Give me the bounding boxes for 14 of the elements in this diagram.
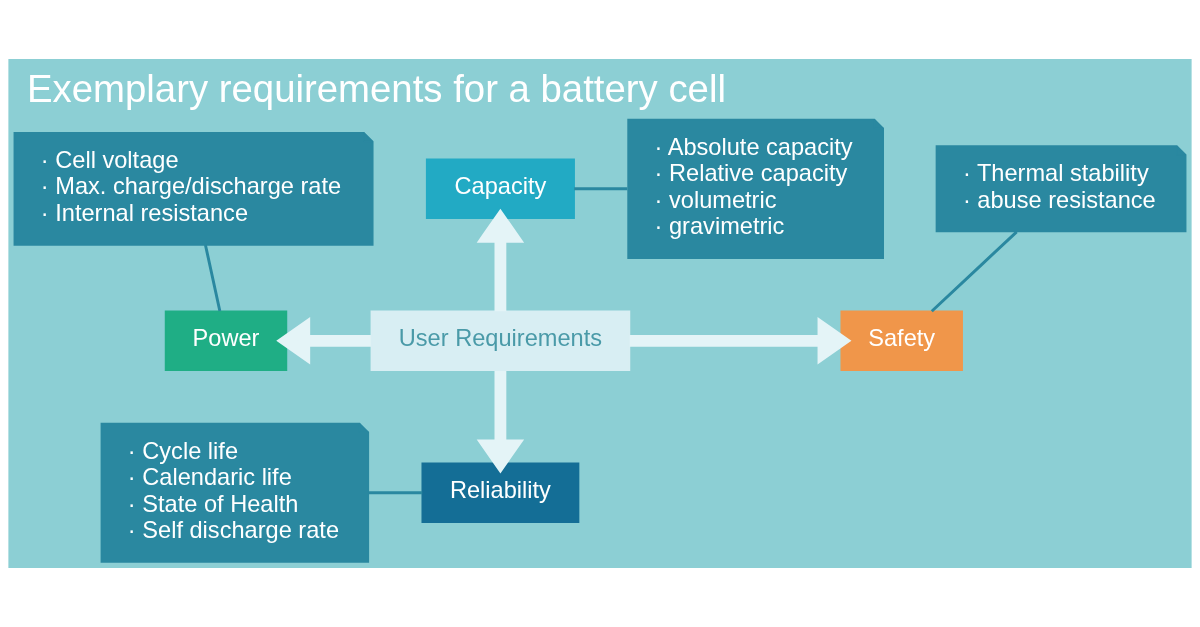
diagram-title: Exemplary requirements for a battery cell xyxy=(26,66,726,110)
connector xyxy=(574,187,628,191)
node-box: User Requirements xyxy=(370,310,631,372)
arrow xyxy=(476,371,525,474)
node-box: Capacity xyxy=(425,158,575,220)
node-box: Power xyxy=(164,310,288,372)
connector xyxy=(930,230,1018,313)
arrow xyxy=(476,208,525,312)
connector xyxy=(204,244,222,312)
node-box: Safety xyxy=(840,310,963,372)
connector xyxy=(368,491,423,495)
node-box: Reliability xyxy=(421,462,580,523)
arrow xyxy=(276,317,371,365)
arrow xyxy=(629,317,852,365)
